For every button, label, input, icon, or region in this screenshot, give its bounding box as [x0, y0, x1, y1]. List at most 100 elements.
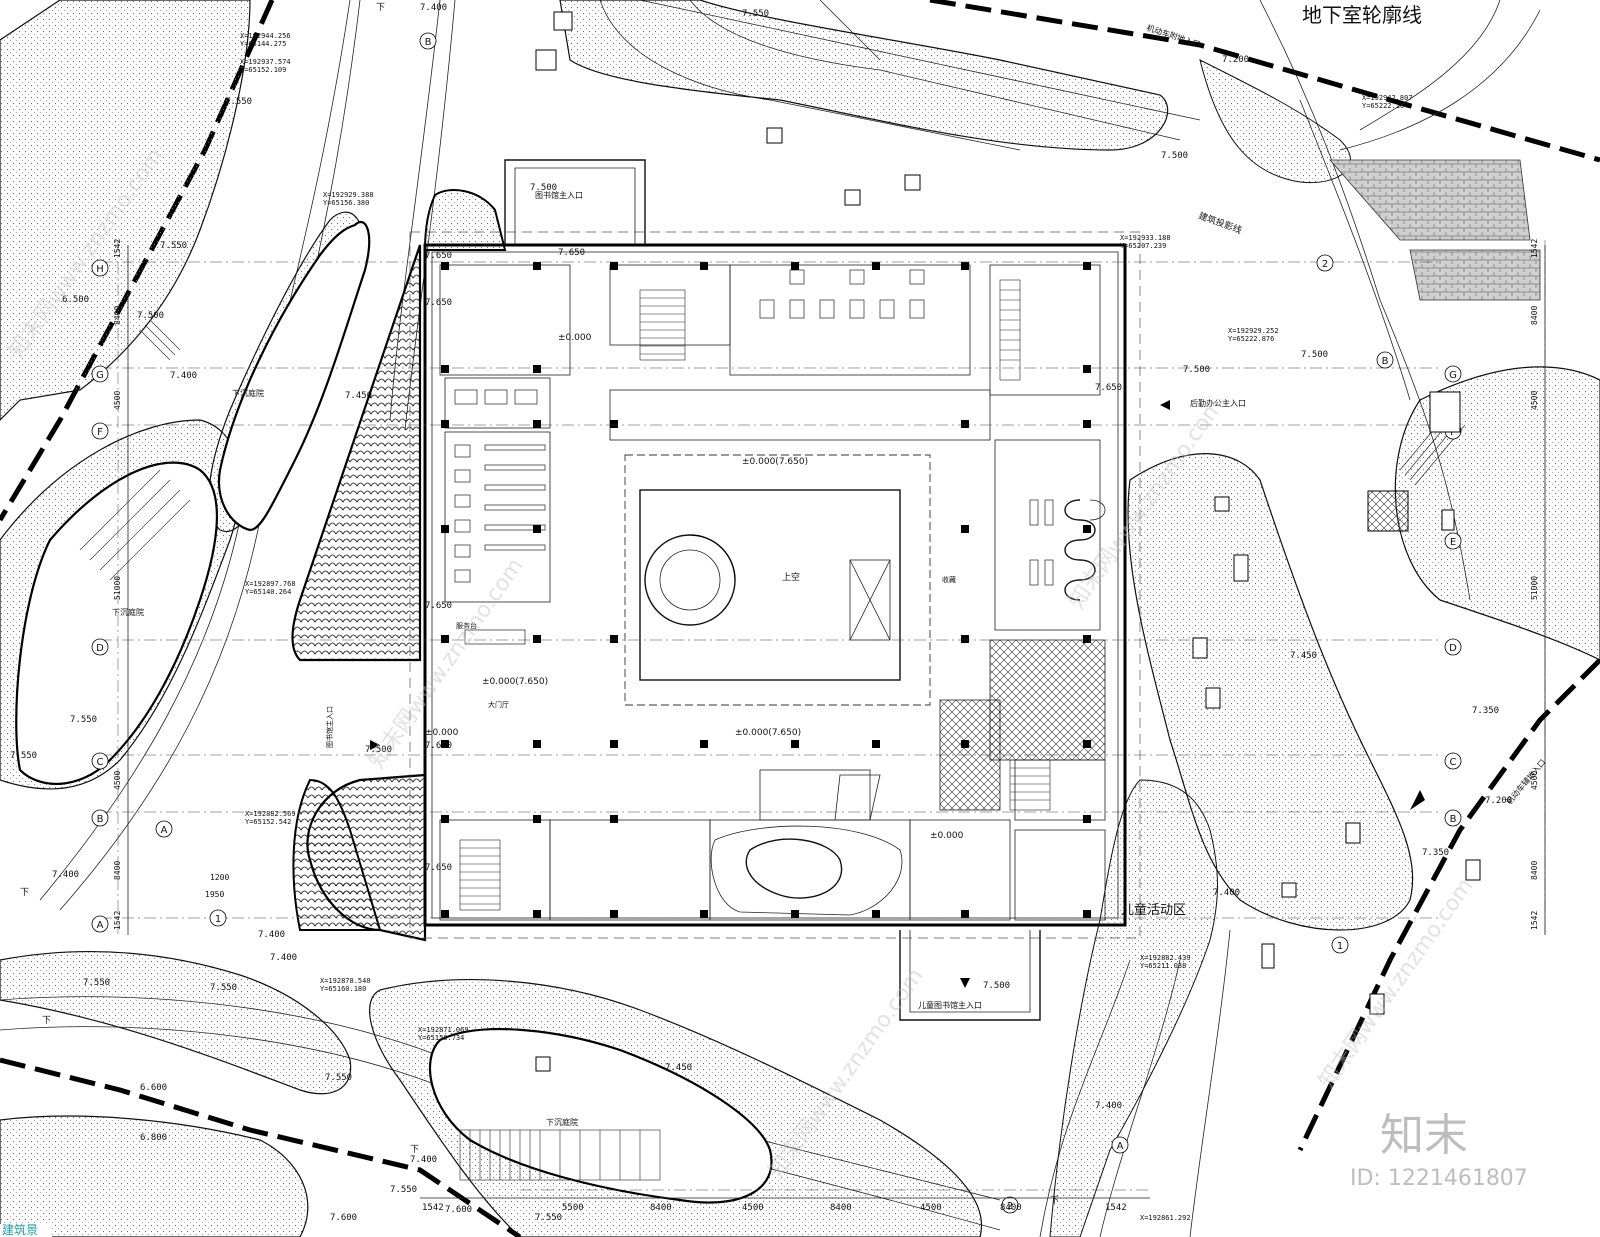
elev-31: 7.450: [345, 391, 372, 401]
coord-14: Y=65156.734: [418, 1034, 464, 1042]
dim-bottom-5: 8400: [830, 1203, 852, 1213]
label-service: 服务台: [456, 621, 477, 630]
dim-bottom-7: 8400: [1000, 1203, 1022, 1213]
grid-bubbles-left: [91, 32, 1462, 1214]
label-main-entrance: 图书馆主入口: [535, 190, 583, 200]
elev-45: 6.600: [140, 1083, 167, 1093]
coord-21: X=192882.439: [1140, 954, 1191, 962]
dim-left-9: 1950: [205, 890, 224, 899]
grid-row-g: G: [96, 370, 104, 381]
elev-28: 6.500: [62, 295, 89, 305]
reading-tables: [454, 269, 1054, 645]
grid-row-b-right: B: [1450, 814, 1457, 825]
dim-left-4: 51000: [113, 576, 122, 600]
dim-left-8: 1200: [210, 873, 229, 882]
elev-41: 7.650: [425, 741, 452, 751]
dim-bottom-6: 4500: [920, 1203, 942, 1213]
coord-4: Y=65152.109: [240, 66, 286, 74]
elev-17: 7.400: [270, 953, 297, 963]
grid-col-b-right: B: [1382, 356, 1389, 367]
coord-13: X=192871.069: [418, 1026, 469, 1034]
label-vehicle-entrance-right: 机动车辅地入口: [1504, 757, 1548, 806]
elev-44: 7.400: [52, 870, 79, 880]
elev-12: 7.450: [1290, 651, 1317, 661]
elev-27: 7.550: [160, 241, 187, 251]
elevation-marks: 7.400 7.550 7.200 7.500 7.500 7.500 7.65…: [10, 3, 1512, 1223]
label-sunken-courtyard-3: 下沉庭院: [546, 1117, 578, 1127]
elev-4: 7.500: [1161, 151, 1188, 161]
elev-39: 7.550: [10, 751, 37, 761]
coord-2: Y=65144.275: [240, 40, 286, 48]
grid-row-b: B: [97, 814, 104, 825]
coord-17: X=192929.252: [1228, 327, 1279, 335]
elev-20: 7.550: [325, 1073, 352, 1083]
elev-9: 7.200: [1485, 796, 1512, 806]
elev-21: 6.800: [140, 1133, 167, 1143]
grid-col-a-right: A: [1117, 1141, 1124, 1152]
watermark-corner: 建筑景: [2, 1222, 38, 1237]
coord-10: Y=65152.542: [245, 818, 291, 826]
coord-18: Y=65222.876: [1228, 335, 1274, 343]
elev-7: 7.650: [1095, 383, 1122, 393]
stair-hatching: [79, 279, 1466, 1181]
grid-row-d-right: D: [1449, 643, 1457, 654]
coord-20: Y=65222.164: [1362, 102, 1408, 110]
dim-left-6: 8400: [113, 861, 122, 880]
label-elevation-center: ±0.000(7.650): [742, 457, 808, 467]
elev-18: 7.550: [210, 983, 237, 993]
site-fixtures: [535, 11, 1481, 1072]
elev-24: 7.550: [390, 1185, 417, 1195]
label-elevation-main: ±0.000(7.650): [482, 677, 548, 687]
grid-col-1: 1: [215, 914, 221, 925]
coord-5: X=192929.388: [323, 191, 374, 199]
elev-6: 7.500: [1183, 365, 1210, 375]
coord-22: Y=65211.038: [1140, 962, 1186, 970]
coord-7: X=192897.768: [245, 580, 296, 588]
elev-38: 7.550: [70, 715, 97, 725]
label-library-entrance-left: 图书馆主入口: [325, 706, 334, 748]
dim-right-2: 8400: [1530, 306, 1539, 325]
watermark-brand: 知末: [1380, 1110, 1468, 1161]
elev-15: 7.450: [665, 1063, 692, 1073]
watermark-id: ID: 1221461807: [1350, 1166, 1528, 1191]
coord-9: X=192882.569: [245, 810, 296, 818]
grid-row-f: F: [97, 427, 103, 438]
elev-23: 7.400: [410, 1155, 437, 1165]
grid-row-e: E: [1450, 537, 1456, 548]
grid-row-c-right: C: [1450, 757, 1457, 768]
dim-right-3: 4500: [1530, 391, 1539, 410]
dim-left-3: 4500: [113, 391, 122, 410]
elev-3: 7.200: [1222, 55, 1249, 65]
label-sunken-courtyard-1: 下沉庭院: [232, 388, 264, 398]
elev-22: 7.600: [330, 1213, 357, 1223]
elev-13: 7.400: [1095, 1101, 1122, 1111]
grid-col-1-right: 1: [1337, 941, 1343, 952]
dim-left-1: 1542: [113, 239, 122, 258]
coord-6: Y=65156.380: [323, 199, 369, 207]
coord-16: Y=65207.239: [1120, 242, 1166, 250]
dim-right-5: 4500: [1530, 771, 1539, 790]
label-staff-entrance: 后勤办公主入口: [1190, 398, 1246, 408]
elev-37: 7.650: [425, 601, 452, 611]
label-sunken-courtyard-2: 下沉庭院: [112, 607, 144, 617]
elev-25: 7.600: [445, 1205, 472, 1215]
grid-col-a: A: [161, 825, 168, 836]
coord-23: X=192861.292: [1140, 1214, 1191, 1222]
structural-columns: [441, 262, 1091, 918]
elev-5: 7.500: [1301, 350, 1328, 360]
elev-35: 7.650: [425, 298, 452, 308]
dim-right-4: 51000: [1530, 576, 1539, 600]
elev-32: 7.500: [530, 183, 557, 193]
elev-16: 7.550: [535, 1213, 562, 1223]
dimension-bottom: 1542 5500 8400 4500 8400 4500 8400 1542: [420, 1197, 1150, 1213]
label-down-4: 下: [1050, 1196, 1059, 1206]
grid-col-b: B: [425, 37, 432, 48]
coord-15: X=192933.188: [1120, 234, 1171, 242]
elev-26: 7.550: [225, 97, 252, 107]
dim-bottom-8: 1542: [1105, 1203, 1127, 1213]
label-elevation-hall: ±0.000(7.650): [735, 728, 801, 738]
dim-right-1: 1542: [1530, 239, 1539, 258]
coord-1: X=192944.256: [240, 32, 291, 40]
